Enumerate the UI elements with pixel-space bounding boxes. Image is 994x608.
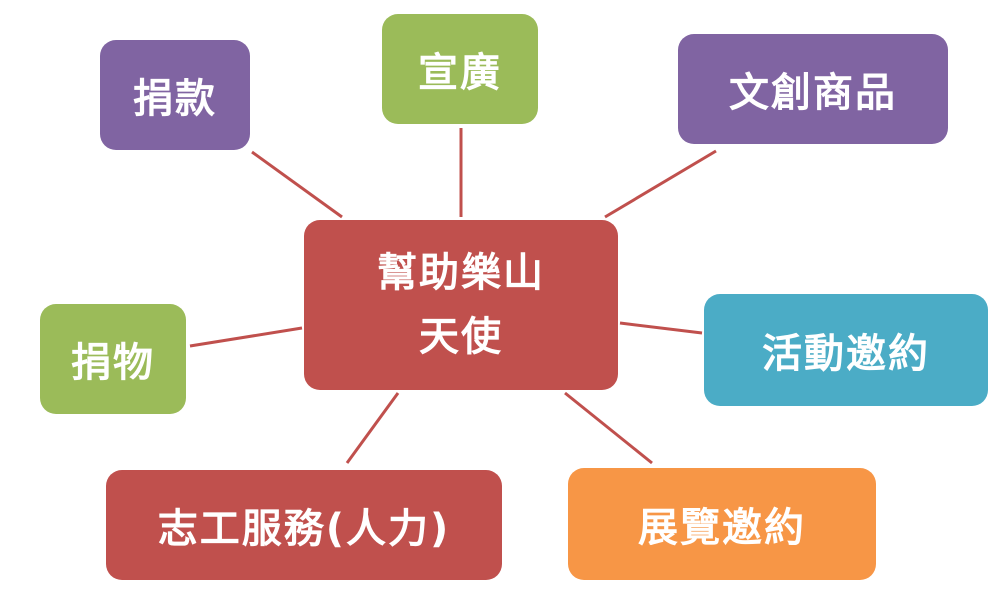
node-donate: 捐款 [100, 40, 250, 150]
node-activity-invitation-label: 活動邀約 [762, 331, 930, 377]
center-node: 幫助樂山 天使 [304, 220, 618, 390]
node-donate-goods: 捐物 [40, 304, 186, 414]
connector-volunteer [345, 392, 400, 464]
node-exhibition-invitation-label: 展覽邀約 [638, 505, 806, 551]
node-activity-invitation: 活動邀約 [704, 294, 988, 406]
node-volunteer-service-label: 志工服務(人力) [157, 506, 451, 552]
node-promotion-label: 宣廣 [418, 50, 502, 96]
center-node-label-line2: 天使 [419, 314, 503, 360]
node-exhibition-invitation: 展覽邀約 [568, 468, 876, 580]
node-promotion: 宣廣 [382, 14, 538, 124]
node-donate-label: 捐款 [133, 76, 217, 122]
node-creative-products: 文創商品 [678, 34, 948, 144]
connector-donate [251, 150, 343, 219]
connector-products [604, 149, 717, 219]
node-donate-goods-label: 捐物 [71, 340, 155, 386]
connector-goods [189, 326, 303, 348]
connector-activity [619, 321, 703, 335]
center-node-label-line1: 幫助樂山 [377, 250, 545, 296]
node-creative-products-label: 文創商品 [729, 70, 897, 116]
node-volunteer-service: 志工服務(人力) [106, 470, 502, 580]
connector-exhibit [564, 391, 653, 465]
